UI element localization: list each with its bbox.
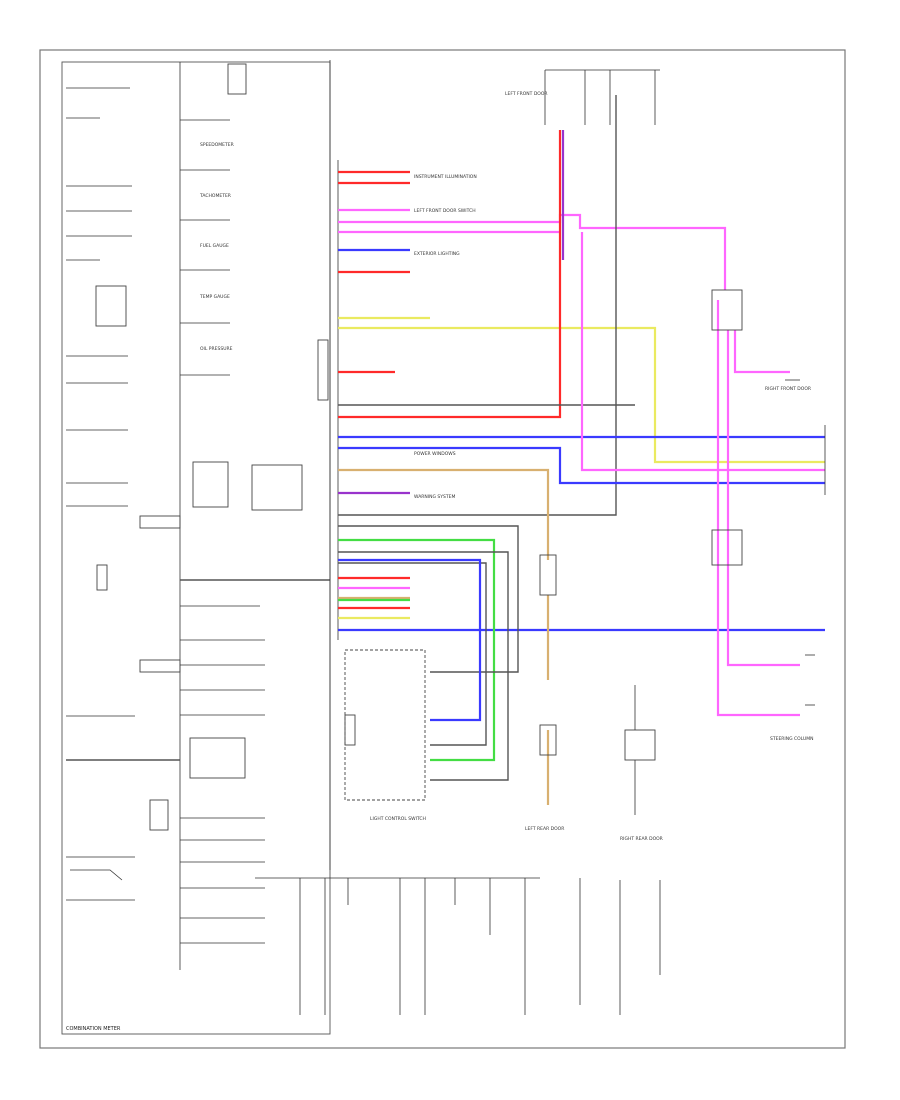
lower-door-modules: LEFT REAR DOOR RIGHT REAR DOOR [525, 554, 663, 842]
wire-gray-loop-2 [338, 551, 509, 781]
meter-connector-column [329, 60, 339, 870]
connector-label-2: EXTERIOR LIGHTING [414, 251, 460, 257]
module-label-4: LEFT REAR DOOR [525, 826, 564, 832]
wire-blue-long-2 [338, 446, 825, 485]
connector-label-1: LEFT FRONT DOOR SWITCH [414, 208, 476, 214]
component-label: COMBINATION METER [66, 1026, 121, 1032]
module-label-1: RIGHT FRONT DOOR [765, 386, 811, 392]
diagram-border [39, 49, 846, 1049]
connector-label-3: POWER WINDOWS [414, 451, 456, 457]
wire-green-1 [338, 538, 496, 762]
gauge-label-0: SPEEDOMETER [200, 142, 234, 148]
module-label-5: RIGHT REAR DOOR [620, 836, 663, 842]
wire-red-long [338, 130, 562, 419]
wire-magenta-vert [716, 300, 800, 717]
wire-gray-door [338, 95, 617, 516]
wire-gray-loop-1 [338, 525, 519, 673]
bottom-bus [255, 877, 661, 1015]
connector-label-0: INSTRUMENT ILLUMINATION [414, 174, 477, 180]
gauge-label-1: TACHOMETER [199, 193, 231, 199]
wire-magenta-vert-3 [733, 330, 790, 374]
module-label-3: LIGHT CONTROL SWITCH [370, 816, 426, 822]
right-modules: RIGHT FRONT DOOR STEERING COLUMN [711, 289, 826, 742]
wire-magenta-long [338, 213, 727, 290]
light-control-switch: LIGHT CONTROL SWITCH [344, 649, 426, 822]
lower-switch-rows [180, 605, 265, 944]
module-label-0: LEFT FRONT DOOR [505, 91, 548, 97]
wire-yellow-long [338, 326, 825, 464]
gauge-label-3: TEMP GAUGE [199, 294, 230, 300]
top-door-modules: LEFT FRONT DOOR [505, 69, 660, 125]
connector-label-4: WARNING SYSTEM [414, 494, 455, 500]
module-label-2: STEERING COLUMN [770, 736, 814, 742]
wire-magenta-right [580, 232, 825, 472]
gauge-label-2: FUEL GAUGE [200, 243, 229, 249]
wire-magenta-vert-2 [726, 330, 800, 667]
wire-gray-loop-3 [338, 562, 487, 746]
ground-symbols [785, 379, 815, 706]
wire-tan-1 [338, 468, 550, 560]
meter-left-column [66, 87, 181, 901]
gauge-label-4: OIL PRESSURE [200, 346, 233, 352]
gauge-section: SPEEDOMETER TACHOMETER FUEL GAUGE TEMP G… [180, 63, 330, 779]
wire-blue-switch [338, 558, 482, 722]
